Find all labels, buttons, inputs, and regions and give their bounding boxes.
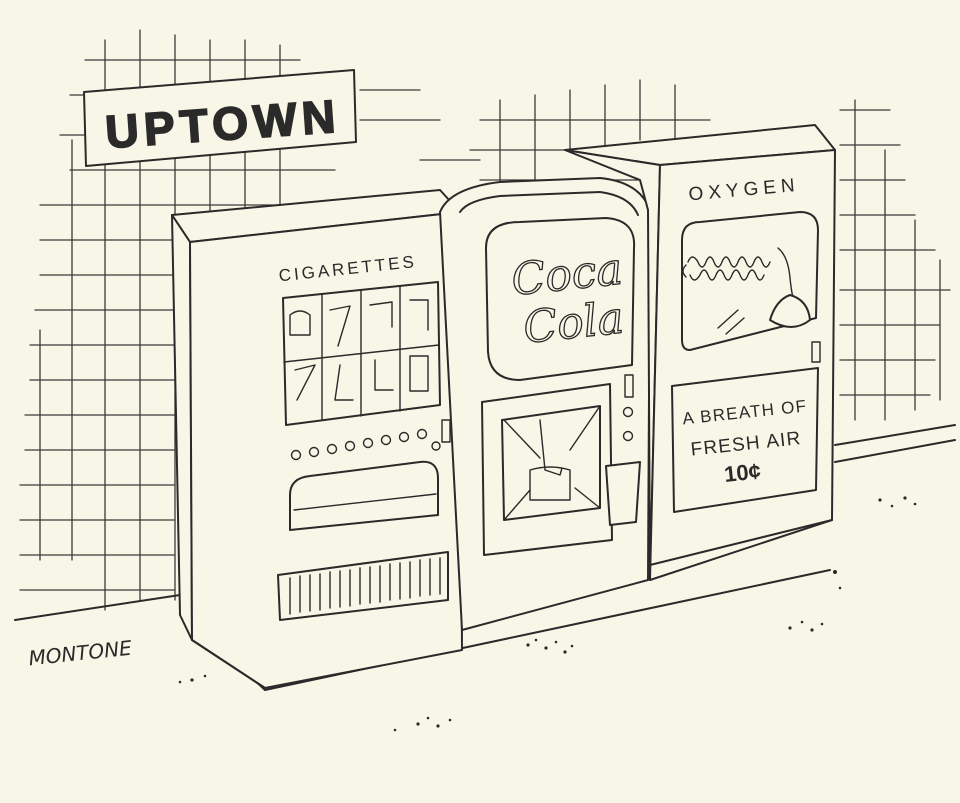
cola-script: Cola <box>521 292 626 353</box>
cigarette-machine: CIGARETTES <box>171 189 463 689</box>
artist-signature: MONTONE <box>27 636 133 671</box>
cigarette-tray[interactable] <box>289 460 439 531</box>
coca-cola-logo-panel: Coca Cola <box>485 217 636 381</box>
coke-dispenser-opening[interactable] <box>481 383 613 556</box>
oxygen-mask-window <box>681 211 819 351</box>
oxygen-machine: OXYGEN A BREATH OF FRESH AIR 10¢ <box>564 124 836 581</box>
oxygen-mask <box>769 294 811 328</box>
coca-script: Coca <box>509 244 625 306</box>
signature-text: MONTONE <box>27 636 133 671</box>
oxygen-price: 10¢ <box>723 458 762 487</box>
cigarette-pull-knobs[interactable] <box>290 419 451 461</box>
paper-cup <box>605 461 641 526</box>
oxygen-price-panel: A BREATH OF FRESH AIR 10¢ <box>671 367 819 513</box>
coca-cola-machine: Coca Cola <box>439 177 651 631</box>
coke-coin-buttons[interactable] <box>622 374 634 442</box>
cigarette-display-window <box>282 281 441 426</box>
uptown-sign: UPTOWN <box>83 69 357 167</box>
oxygen-coin-slot[interactable] <box>811 341 821 363</box>
floor-debris <box>178 496 917 732</box>
cigarette-vent-grille <box>277 551 449 621</box>
